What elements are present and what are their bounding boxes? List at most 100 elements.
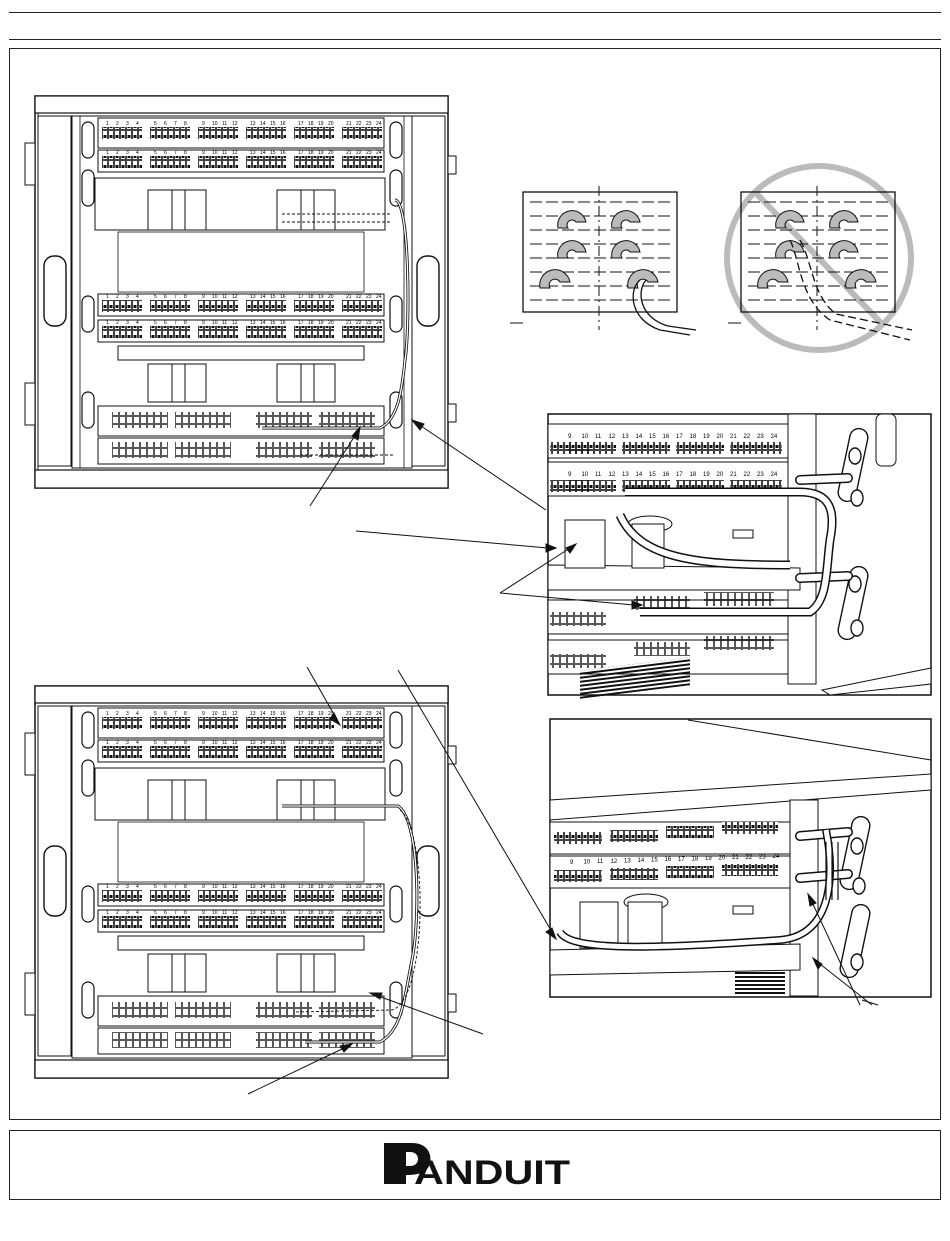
port-number-label: 19: [318, 320, 324, 326]
inset-port-label: 24: [771, 434, 778, 440]
inset-port-label: 15: [651, 858, 658, 864]
inset-port-label: 12: [609, 472, 616, 478]
inset-port-label: 18: [690, 472, 697, 478]
port-number-label: 23: [366, 121, 372, 127]
port-number-label: 5: [154, 740, 157, 746]
port-number-label: 17: [298, 711, 304, 717]
port-number-label: 13: [250, 711, 256, 717]
port-number-label: 13: [250, 150, 256, 156]
port-number-label: 11: [222, 740, 227, 746]
port-number-label: 17: [298, 320, 304, 326]
port-number-label: 6: [164, 294, 167, 300]
port-number-label: 21: [346, 320, 352, 326]
port-number-label: 15: [270, 910, 276, 916]
inset-port-label: 24: [773, 854, 780, 860]
port-number-label: 16: [280, 711, 286, 717]
port-number-label: 19: [318, 150, 324, 156]
port-number-label: 1: [106, 294, 109, 300]
port-number-label: 9: [202, 320, 205, 326]
port-number-label: 16: [280, 910, 286, 916]
port-number-label: 21: [346, 150, 352, 156]
port-number-label: 2: [116, 910, 119, 916]
port-number-label: 5: [154, 121, 157, 127]
port-number-label: 8: [184, 884, 187, 890]
port-number-label: 17: [298, 121, 304, 127]
port-number-label: 20: [328, 320, 334, 326]
port-number-label: 9: [202, 150, 205, 156]
port-number-label: 10: [212, 121, 218, 127]
port-number-label: 2: [116, 320, 119, 326]
port-number-label: 17: [298, 740, 304, 746]
port-number-label: 18: [308, 711, 314, 717]
port-number-label: 8: [184, 294, 187, 300]
port-number-label: 23: [366, 150, 372, 156]
port-number-label: 24: [376, 910, 382, 916]
port-number-label: 2: [116, 121, 119, 127]
port-number-label: 19: [318, 294, 324, 300]
port-number-label: 19: [318, 711, 324, 717]
port-number-label: 6: [164, 711, 167, 717]
port-number-label: 7: [174, 740, 177, 746]
port-number-label: 22: [356, 910, 362, 916]
inset-port-label: 14: [636, 472, 643, 478]
port-number-label: 9: [202, 740, 205, 746]
port-number-label: 8: [184, 711, 187, 717]
port-number-label: 1: [106, 121, 109, 127]
inset-port-label: 15: [649, 472, 656, 478]
port-number-label: 4: [136, 121, 139, 127]
port-number-label: 13: [250, 884, 256, 890]
port-number-label: 8: [184, 150, 187, 156]
port-number-label: 24: [376, 711, 382, 717]
inset-port-label: 22: [744, 434, 751, 440]
inset-detail-top: [547, 413, 932, 696]
port-number-label: 16: [280, 320, 286, 326]
port-number-label: 17: [298, 150, 304, 156]
port-number-label: 3: [126, 150, 129, 156]
patch-panel-1: [97, 117, 385, 149]
port-number-label: 12: [232, 294, 238, 300]
port-number-label: 15: [270, 884, 276, 890]
port-number-label: 5: [154, 320, 157, 326]
port-number-label: 22: [356, 294, 362, 300]
port-number-label: 18: [308, 320, 314, 326]
port-number-label: 20: [328, 150, 334, 156]
port-number-label: 21: [346, 884, 352, 890]
bend-radius-incorrect: [724, 163, 914, 353]
port-number-label: 22: [356, 150, 362, 156]
port-number-label: 16: [280, 884, 286, 890]
port-number-label: 10: [212, 150, 218, 156]
inset-port-label: 21: [730, 472, 737, 478]
inset-port-label: 16: [663, 472, 670, 478]
port-number-label: 14: [260, 910, 266, 916]
port-number-label: 8: [184, 740, 187, 746]
port-number-label: 20: [328, 740, 334, 746]
port-number-label: 7: [174, 150, 177, 156]
inset-port-label: 23: [757, 472, 764, 478]
inset-port-label: 24: [771, 472, 778, 478]
inset-port-label: 20: [717, 472, 724, 478]
inset-port-label: 13: [622, 472, 629, 478]
port-number-label: 16: [280, 150, 286, 156]
inset-port-label: 23: [757, 434, 764, 440]
inset-port-label: 20: [717, 434, 724, 440]
port-number-label: 9: [202, 884, 205, 890]
bend-radius-correct: [510, 186, 697, 336]
port-number-label: 10: [212, 884, 218, 890]
cabinet-top: [24, 95, 457, 489]
inset-port-label: 21: [730, 434, 737, 440]
port-number-label: 6: [164, 121, 167, 127]
port-number-label: 16: [280, 121, 286, 127]
port-number-label: 8: [184, 320, 187, 326]
port-number-label: 2: [116, 884, 119, 890]
port-number-label: 7: [174, 294, 177, 300]
port-number-label: 18: [308, 910, 314, 916]
inset-port-label: 9: [568, 472, 572, 478]
port-number-label: 6: [164, 740, 167, 746]
port-number-label: 3: [126, 910, 129, 916]
port-number-label: 11: [222, 121, 227, 127]
port-number-label: 15: [270, 320, 276, 326]
port-number-label: 16: [280, 740, 286, 746]
port-number-label: 2: [116, 294, 119, 300]
port-number-label: 9: [202, 711, 205, 717]
